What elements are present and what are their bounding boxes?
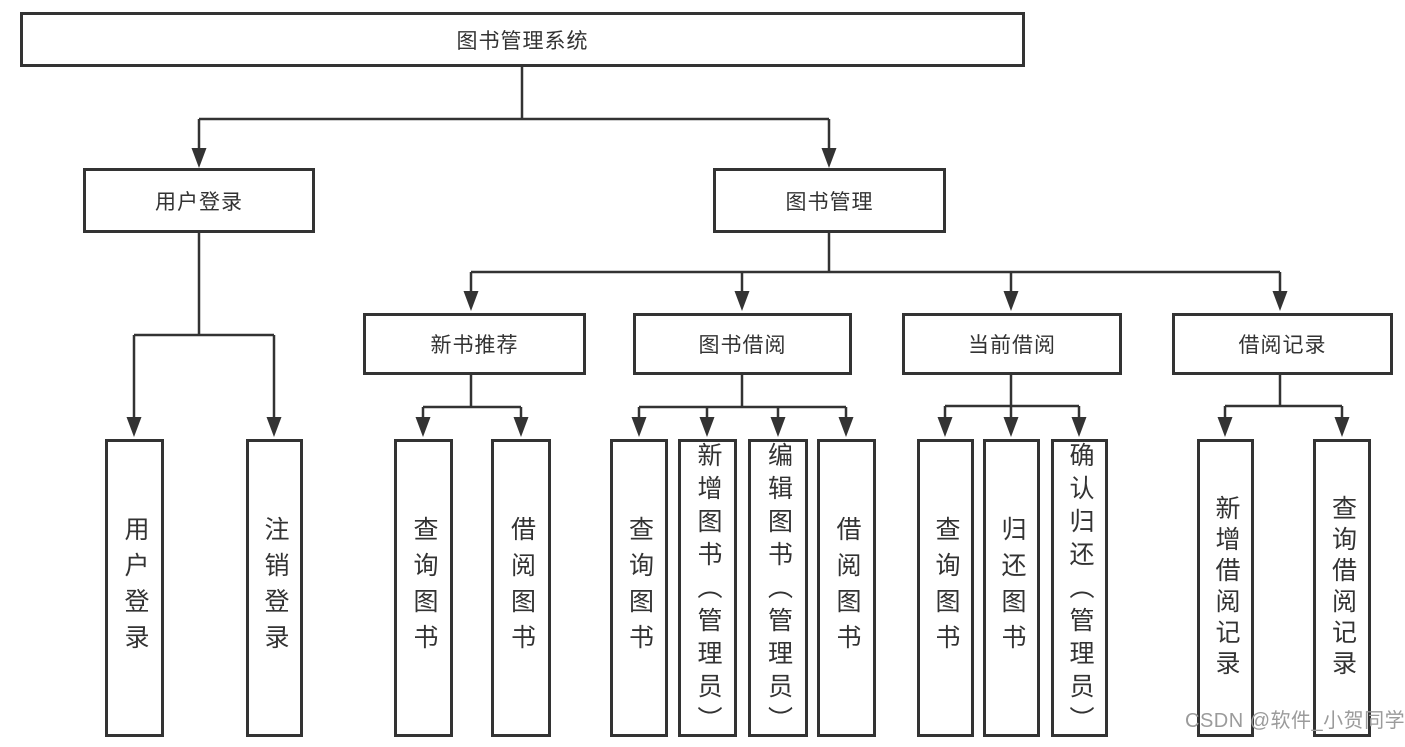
leaf-return-books: 归还图书	[983, 439, 1040, 737]
leaf-add-books-admin: 新增图书（管理员）	[678, 439, 737, 739]
arrowhead-icon	[770, 417, 786, 437]
leaf-confirm-return-admin: 确认归还（管理员）	[1051, 439, 1108, 739]
leaf-query-books-recommend: 查询图书	[394, 439, 453, 737]
leaf-query-borrow-record: 查询借阅记录	[1313, 439, 1371, 737]
arrowhead-icon	[699, 417, 715, 437]
arrowhead-icon	[1272, 291, 1288, 311]
leaf-logout: 注销登录	[246, 439, 303, 737]
arrowhead-icon	[821, 148, 837, 168]
connector-root-to-level2	[197, 67, 831, 152]
arrowhead-icon	[1003, 291, 1019, 311]
arrowhead-icon	[1071, 417, 1087, 437]
arrowhead-icon	[126, 417, 142, 437]
arrowhead-icon	[838, 417, 854, 437]
watermark: CSDN @软件_小贺同学	[1185, 710, 1405, 732]
leaf-borrow-books-recommend: 借阅图书	[491, 439, 551, 737]
node-root: 图书管理系统	[20, 12, 1025, 67]
connector-borrowing-to-leaves	[637, 375, 848, 421]
arrowhead-icon	[1217, 417, 1233, 437]
node-book-borrowing: 图书借阅	[633, 313, 852, 375]
arrowhead-icon	[631, 417, 647, 437]
arrowhead-icon	[266, 417, 282, 437]
arrowhead-icon	[734, 291, 750, 311]
arrowhead-icon	[463, 291, 479, 311]
node-user-login: 用户登录	[83, 168, 315, 233]
connector-recommend-to-leaves	[421, 375, 523, 421]
node-new-book-recommendation: 新书推荐	[363, 313, 586, 375]
connector-user-login-to-leaves	[132, 233, 276, 421]
arrowhead-icon	[415, 417, 431, 437]
node-borrowing-records: 借阅记录	[1172, 313, 1393, 375]
connector-current-to-leaves	[943, 375, 1081, 421]
connector-records-to-leaves	[1223, 375, 1344, 421]
arrowhead-icon	[191, 148, 207, 168]
connector-book-management-to-level3	[469, 233, 1282, 295]
leaf-add-borrow-record: 新增借阅记录	[1197, 439, 1254, 737]
node-book-management: 图书管理	[713, 168, 946, 233]
arrowhead-icon	[937, 417, 953, 437]
arrowhead-icon	[1334, 417, 1350, 437]
node-current-borrowing: 当前借阅	[902, 313, 1122, 375]
arrowhead-icon	[1003, 417, 1019, 437]
leaf-query-books-current: 查询图书	[917, 439, 974, 737]
leaf-borrow-books-borrowing: 借阅图书	[817, 439, 876, 737]
leaf-user-login: 用户登录	[105, 439, 164, 737]
arrowhead-icon	[513, 417, 529, 437]
leaf-query-books-borrowing: 查询图书	[610, 439, 668, 737]
leaf-edit-books-admin: 编辑图书（管理员）	[748, 439, 808, 739]
